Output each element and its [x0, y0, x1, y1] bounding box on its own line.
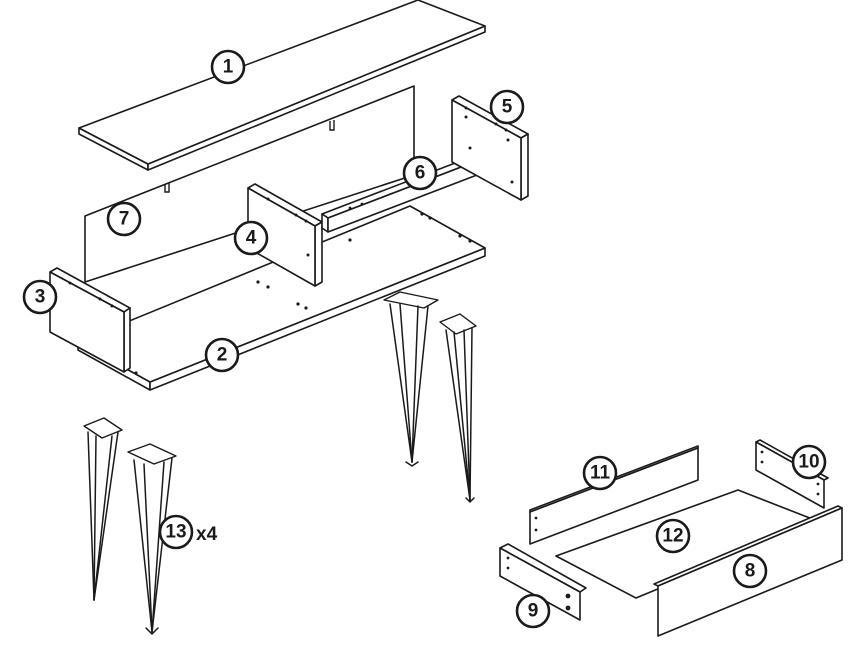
- callout-7-label: 7: [119, 209, 130, 230]
- callout-1-label: 1: [223, 57, 234, 78]
- part-13-leg-upper-right: [439, 313, 477, 503]
- callout-7: 7: [106, 201, 142, 237]
- callout-3-label: 3: [35, 287, 46, 308]
- callout-4-label: 4: [246, 228, 257, 249]
- part-9-drawer-left-side: [499, 543, 587, 621]
- callout-11-label: 11: [590, 463, 611, 484]
- leg-quantity-label: x4: [196, 524, 218, 545]
- callout-3: 3: [22, 279, 58, 315]
- part-13-leg-lower-left: [83, 417, 123, 601]
- callout-9-label: 9: [528, 601, 539, 622]
- callout-12-label: 12: [662, 526, 683, 547]
- part-5-right-side: [451, 95, 529, 201]
- callout-10: 10: [791, 444, 827, 480]
- callout-8-label: 8: [745, 561, 756, 582]
- callout-10-label: 10: [798, 452, 819, 473]
- part-3-left-side: [49, 267, 131, 373]
- callout-5-label: 5: [502, 97, 513, 118]
- callout-12: 12: [655, 518, 691, 554]
- callout-2-label: 2: [217, 345, 228, 366]
- callout-9: 9: [515, 593, 551, 629]
- part-13-leg-upper-left: [383, 291, 439, 467]
- callout-11: 11: [582, 455, 618, 491]
- part-13-leg-lower-right: [127, 443, 177, 635]
- part-4-middle-divider: [247, 183, 323, 287]
- callout-13-label: 13: [165, 522, 186, 543]
- callout-6-label: 6: [415, 163, 426, 184]
- callout-2: 2: [204, 337, 240, 373]
- part-1-top-panel: [78, 0, 486, 171]
- callout-5: 5: [489, 89, 525, 125]
- callout-6: 6: [402, 155, 438, 191]
- callout-1: 1: [210, 49, 246, 85]
- callout-4: 4: [233, 220, 269, 256]
- callout-8: 8: [732, 553, 768, 589]
- callout-13: 13 x4: [158, 514, 218, 550]
